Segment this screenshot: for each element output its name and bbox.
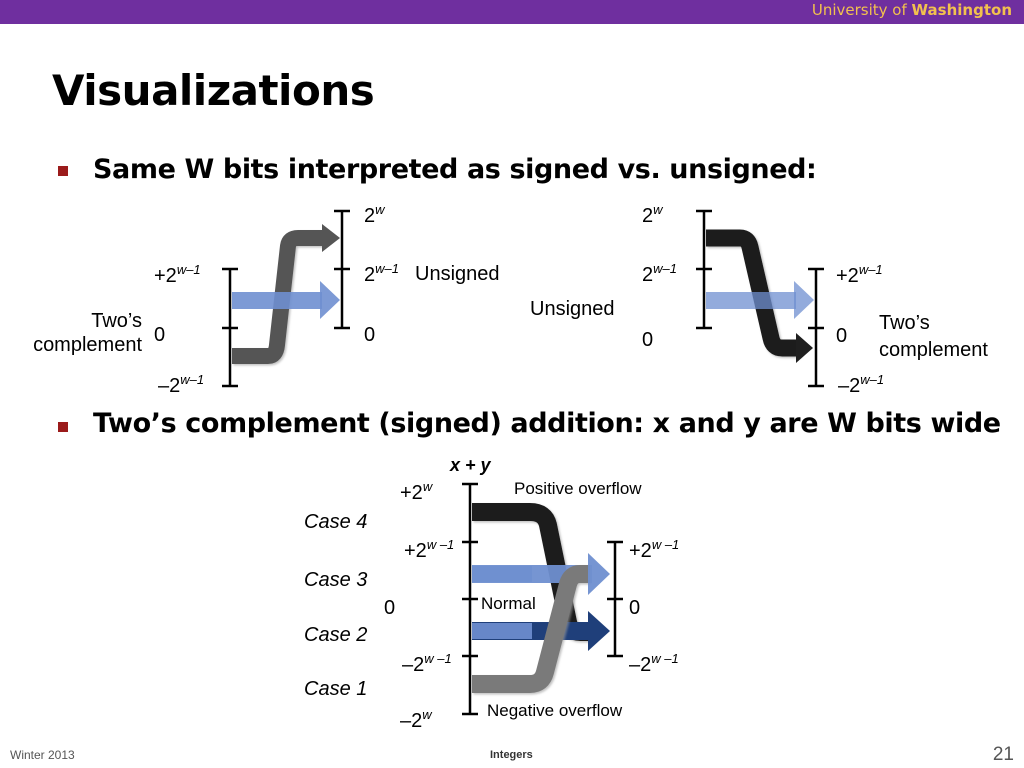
right-axis bbox=[334, 209, 350, 330]
left-axis bbox=[222, 267, 238, 388]
case-3-arrow-shaft bbox=[472, 566, 532, 582]
right-axis-top-label: +2w–1 bbox=[836, 262, 883, 287]
sum-axis bbox=[462, 482, 478, 716]
footer-date: Winter 2013 bbox=[10, 748, 75, 762]
twos-complement-label: complement bbox=[33, 334, 142, 356]
right-axis-top-label: 2w bbox=[364, 202, 386, 227]
arrow-head-icon bbox=[320, 281, 340, 319]
sum-axis-upper-label: +2w –1 bbox=[404, 537, 454, 562]
result-axis-mid-label: 0 bbox=[629, 597, 640, 619]
arrow-head-icon bbox=[794, 281, 814, 319]
twos-complement-addition-diagram: x + y +2w +2w –1 0 –2w –1 –2w Case 4 Cas… bbox=[304, 455, 679, 732]
left-axis bbox=[696, 209, 712, 330]
arrow-head-icon bbox=[588, 611, 610, 651]
normal-label-bg bbox=[479, 593, 543, 613]
case-1-label: Case 1 bbox=[304, 678, 367, 700]
arrow-head-icon bbox=[588, 553, 610, 595]
case-4-label: Case 4 bbox=[304, 511, 367, 533]
result-axis bbox=[607, 540, 623, 658]
left-axis-bottom-label: –2w–1 bbox=[158, 372, 204, 397]
right-axis-bottom-label: –2w–1 bbox=[838, 372, 884, 397]
unsigned-label: Unsigned bbox=[530, 298, 615, 320]
negative-overflow-label: Negative overflow bbox=[487, 701, 623, 720]
unsigned-to-signed-diagram: Unsigned 2w 2w–1 0 +2w–1 0 –2w–1 Two’s c… bbox=[530, 202, 988, 397]
left-axis-top-label: 2w bbox=[642, 202, 664, 227]
bullet-square-icon bbox=[58, 422, 68, 432]
sum-axis-lower-label: –2w –1 bbox=[402, 651, 452, 676]
twos-complement-label: complement bbox=[879, 339, 988, 361]
case-2-label: Case 2 bbox=[304, 624, 367, 646]
left-axis-mid-label: 0 bbox=[154, 324, 165, 346]
sum-axis-title: x + y bbox=[449, 455, 492, 475]
unsigned-label: Unsigned bbox=[415, 263, 500, 285]
right-axis-mid-label: 2w–1 bbox=[364, 261, 399, 286]
right-axis bbox=[808, 267, 824, 388]
arrow-head-icon bbox=[796, 333, 813, 363]
right-axis-mid-label: 0 bbox=[836, 325, 847, 347]
university-logo-text: University of Washington bbox=[811, 1, 1012, 19]
positive-range-mapping-arrow bbox=[232, 292, 322, 309]
negative-overflow-arrow bbox=[472, 565, 590, 693]
arrow-head-icon bbox=[322, 224, 340, 252]
bullet-square-icon bbox=[58, 166, 68, 176]
bullet-2-text: Two’s complement (signed) addition: x an… bbox=[93, 408, 1001, 439]
left-axis-top-label: +2w–1 bbox=[154, 262, 201, 287]
header-bar bbox=[0, 0, 1024, 24]
case-2-arrow-shaft bbox=[472, 623, 532, 639]
page-number: 21 bbox=[992, 744, 1014, 765]
case-3-label: Case 3 bbox=[304, 569, 367, 591]
sum-axis-bottom-label: –2w bbox=[400, 707, 433, 732]
slide-title: Visualizations bbox=[52, 66, 375, 115]
footer-topic: Integers bbox=[490, 749, 533, 761]
twos-complement-label: Two’s bbox=[91, 310, 142, 332]
sum-axis-mid-label: 0 bbox=[384, 597, 395, 619]
sum-axis-top-label: +2w bbox=[400, 479, 434, 504]
bullet-1-text: Same W bits interpreted as signed vs. un… bbox=[93, 154, 817, 185]
positive-overflow-label: Positive overflow bbox=[514, 479, 642, 498]
twos-complement-label: Two’s bbox=[879, 312, 930, 334]
left-axis-bottom-label: 0 bbox=[642, 329, 653, 351]
signed-to-unsigned-diagram: +2w–1 0 –2w–1 Two’s complement 2w 2w–1 U… bbox=[33, 202, 499, 397]
result-axis-top-label: +2w –1 bbox=[629, 537, 679, 562]
right-axis-bottom-label: 0 bbox=[364, 324, 375, 346]
lower-range-mapping-arrow bbox=[706, 292, 796, 309]
left-axis-mid-label: 2w–1 bbox=[642, 261, 677, 286]
result-axis-bottom-label: –2w –1 bbox=[629, 651, 679, 676]
normal-label: Normal bbox=[481, 594, 536, 613]
